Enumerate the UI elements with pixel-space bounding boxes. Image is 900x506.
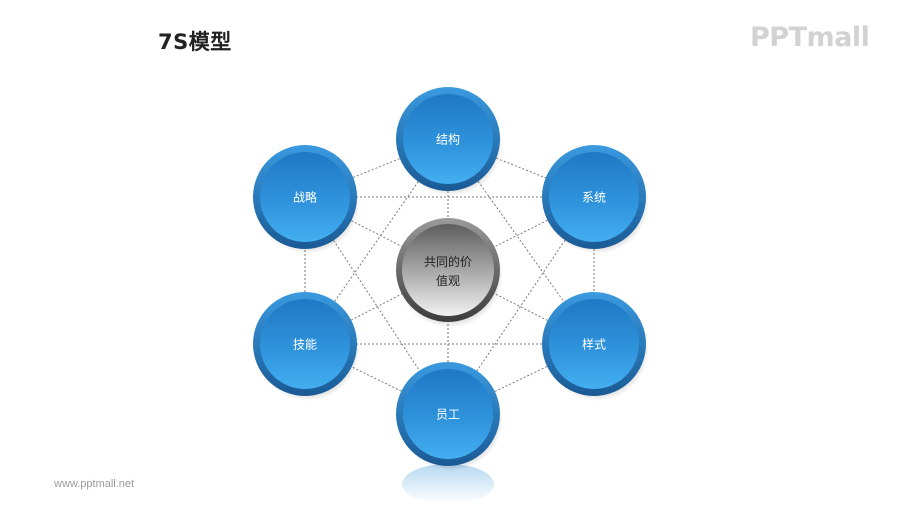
node-strategy: 战略 <box>253 145 360 254</box>
node-label-strategy: 战略 <box>293 190 317 205</box>
brand-logo: PPTmall <box>750 22 870 53</box>
center-disc <box>402 224 494 316</box>
node-disc <box>403 369 493 459</box>
center-node-shared-values: 共同的价 值观 <box>396 218 503 328</box>
node-disc <box>549 299 639 389</box>
page-title: 7S模型 <box>158 30 232 54</box>
node-structure: 结构 <box>396 87 503 196</box>
node-disc <box>260 299 350 389</box>
node-skills: 技能 <box>253 292 360 401</box>
node-label-systems: 系统 <box>582 191 606 205</box>
node-label-style: 样式 <box>582 337 606 352</box>
footer-url: www.pptmall.net <box>54 478 135 490</box>
reflection <box>402 464 494 504</box>
node-label-skills: 技能 <box>293 338 317 352</box>
connector-line <box>304 269 449 345</box>
node-staff: 员工 <box>396 362 503 471</box>
node-label-staff: 员工 <box>436 408 460 422</box>
center-label-line2: 值观 <box>436 273 460 288</box>
connector-line <box>447 343 595 415</box>
node-style: 样式 <box>542 292 649 401</box>
node-disc <box>260 152 350 242</box>
node-systems: 系统 <box>542 145 649 254</box>
node-label-structure: 结构 <box>436 132 460 147</box>
node-disc <box>403 94 493 184</box>
center-label-line1: 共同的价 <box>424 254 472 269</box>
node-disc <box>549 152 639 242</box>
